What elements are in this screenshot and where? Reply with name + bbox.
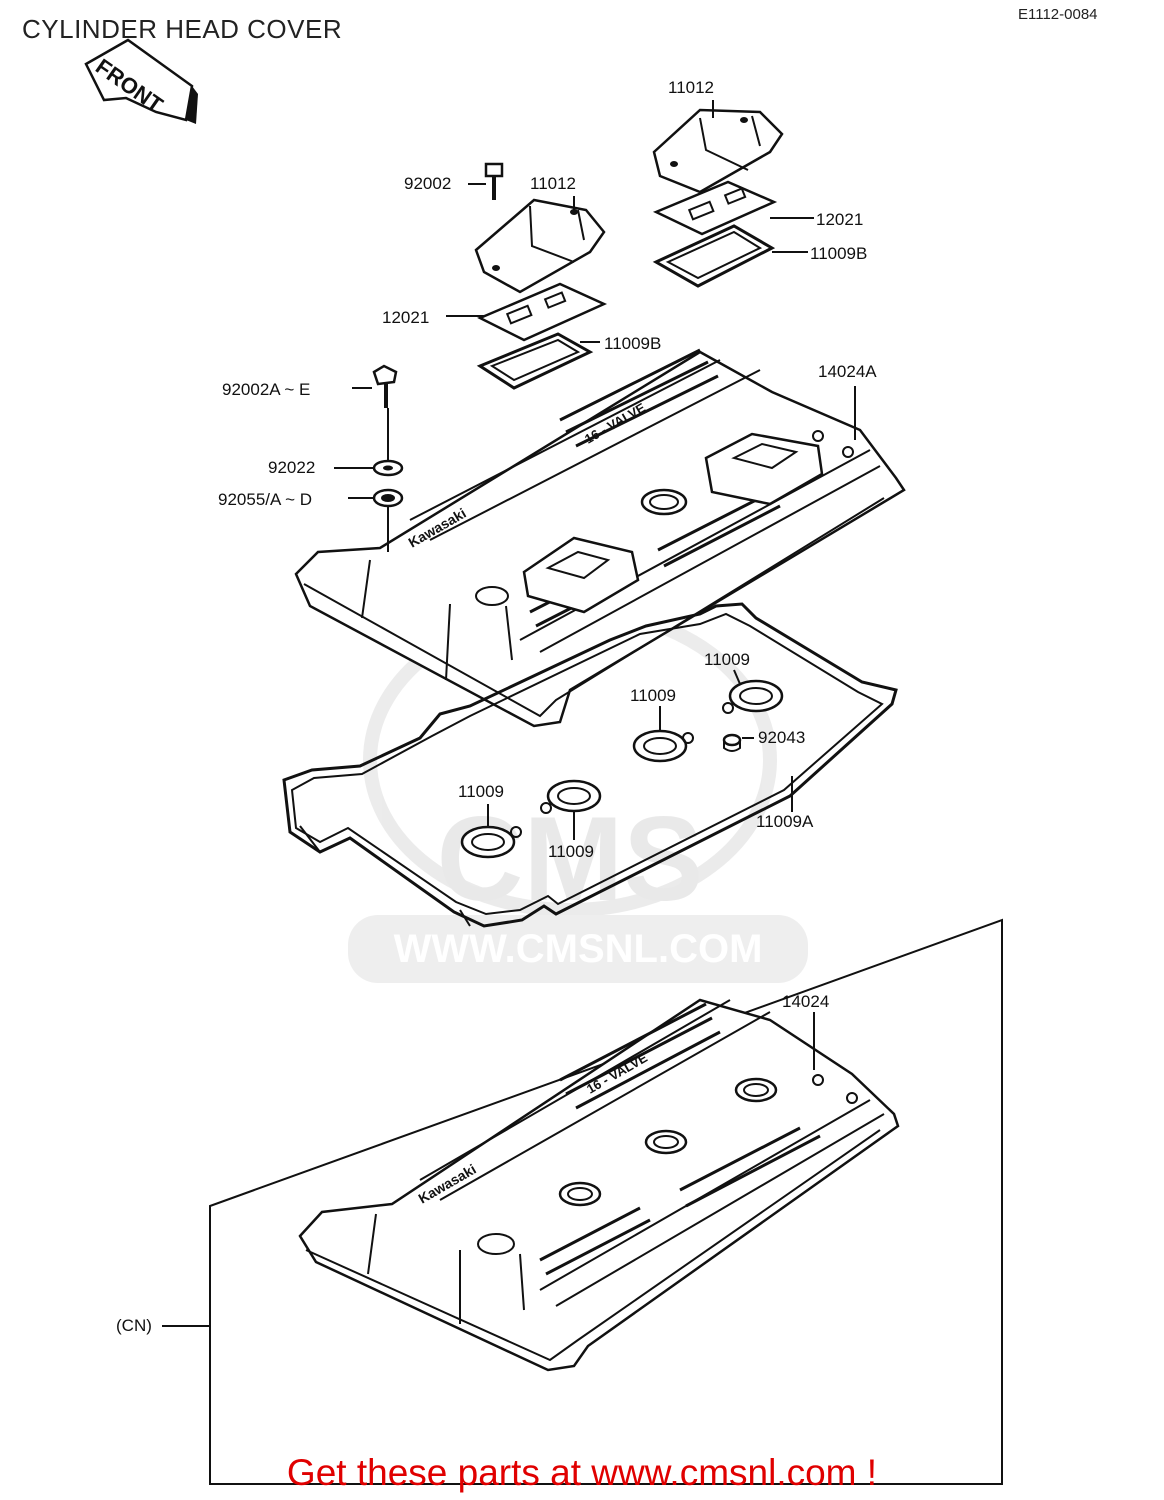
cap-92043 <box>722 733 742 752</box>
grommet-92055 <box>372 488 404 508</box>
callout-12021-right: 12021 <box>816 210 864 229</box>
callout-cn: (CN) <box>116 1316 152 1335</box>
cylinder-head-cover-14024a: Kawasaki 16 - VALVE <box>294 348 906 728</box>
gasket-12021-left <box>477 282 608 342</box>
callout-92002a: 92002A ~ E <box>222 380 311 399</box>
washer-92022 <box>372 459 404 477</box>
callout-11009b-left: 11009B <box>604 334 662 353</box>
plug-seal-1 <box>722 679 784 714</box>
callout-11009-d: 11009 <box>548 842 595 861</box>
diagram-code: E1112-0084 <box>1018 6 1098 23</box>
callout-11012-top: 11012 <box>668 78 715 97</box>
callout-11009-b: 11009 <box>630 686 677 705</box>
callout-92002: 92002 <box>404 174 452 193</box>
diagram-title: CYLINDER HEAD COVER <box>22 14 343 44</box>
callout-92043: 92043 <box>758 728 806 747</box>
breather-cover-middle <box>474 198 606 294</box>
bolt-92002 <box>484 162 504 200</box>
plug-seal-2 <box>632 729 694 763</box>
bolt-92002a <box>372 364 398 408</box>
callout-11012-middle: 11012 <box>530 174 577 193</box>
callout-92022: 92022 <box>268 458 316 477</box>
callout-92055: 92055/A ~ D <box>218 490 313 509</box>
callout-14024a: 14024A <box>818 362 877 381</box>
callout-12021-left: 12021 <box>382 308 430 327</box>
watermark-url: WWW.CMSNL.COM <box>394 927 763 971</box>
footer-link[interactable]: Get these parts at www.cmsnl.com ! <box>286 1452 878 1493</box>
breather-cover-right <box>652 108 784 194</box>
watermark-logo: CMS <box>437 792 704 926</box>
cylinder-head-cover-14024: Kawasaki 16 - VALVE <box>298 998 900 1372</box>
leader-lines <box>162 100 856 1327</box>
gasket-11009b-right <box>652 224 776 288</box>
front-arrow-icon: FRONT <box>84 38 198 124</box>
callout-14024: 14024 <box>782 992 830 1011</box>
callout-11009b-right: 11009B <box>810 244 868 263</box>
callout-11009-c: 11009 <box>458 782 505 801</box>
gasket-12021-right <box>652 180 778 236</box>
callout-11009-a: 11009 <box>704 650 751 669</box>
callout-11009a: 11009A <box>756 812 814 831</box>
head-cover-gasket-11009a <box>282 602 898 928</box>
plug-seal-3 <box>540 779 602 814</box>
gasket-11009b-left <box>476 332 594 390</box>
